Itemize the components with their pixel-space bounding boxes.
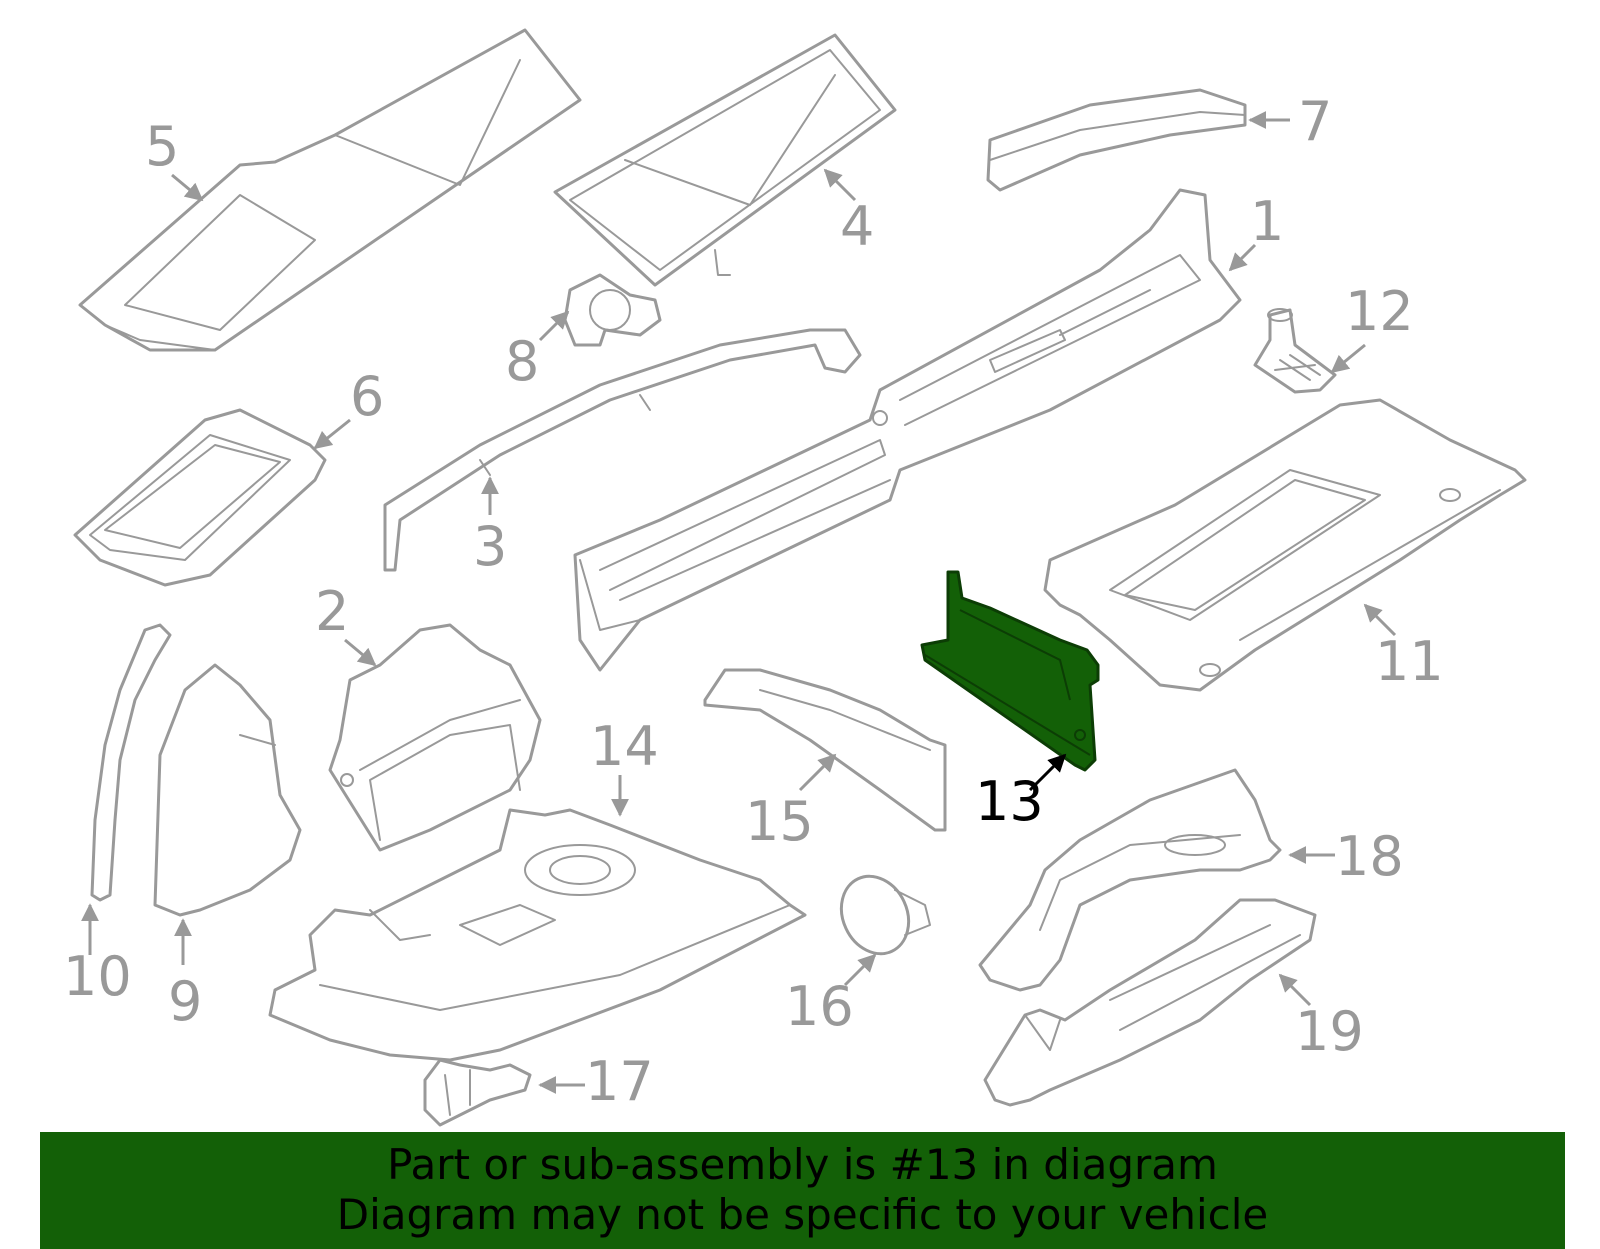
part-18-shape — [978, 768, 1282, 992]
part-17-shape — [423, 1058, 532, 1127]
callout-9: 9 — [168, 970, 202, 1033]
part-13-shape — [920, 570, 1100, 772]
callout-14: 14 — [590, 715, 659, 778]
callout-12: 12 — [1345, 280, 1414, 343]
part-10-shape — [90, 623, 172, 902]
callout-5: 5 — [145, 115, 179, 178]
part-14-shape — [268, 808, 807, 1062]
part-2-shape — [328, 623, 542, 852]
callout-19: 19 — [1295, 1000, 1364, 1063]
banner-line-2: Diagram may not be specific to your vehi… — [336, 1190, 1269, 1239]
leader-5 — [171, 173, 204, 202]
callout-18: 18 — [1335, 825, 1404, 888]
callout-6: 6 — [350, 365, 384, 428]
leader-12 — [1330, 343, 1366, 374]
banner-line-1: Part or sub-assembly is #13 in diagram — [387, 1140, 1218, 1189]
part-12-shape — [1253, 308, 1337, 394]
leader-15 — [798, 753, 837, 792]
leader-8 — [538, 310, 570, 342]
leader-16 — [843, 953, 877, 987]
callout-15: 15 — [745, 790, 814, 853]
callout-8: 8 — [505, 330, 539, 393]
callout-2: 2 — [315, 580, 349, 643]
part-6-shape — [73, 408, 327, 587]
part-3-shape — [383, 328, 862, 572]
part-5-shape — [78, 28, 582, 352]
leader-19 — [1278, 973, 1312, 1007]
callout-16: 16 — [785, 975, 854, 1038]
leader-1 — [1228, 243, 1257, 272]
part-4-shape — [553, 33, 897, 287]
callout-7: 7 — [1298, 90, 1332, 153]
part-8-shape — [563, 273, 662, 347]
leader-2 — [344, 638, 377, 667]
callout-3: 3 — [473, 515, 507, 578]
part-16-shape — [839, 874, 931, 956]
callout-10: 10 — [63, 945, 132, 1008]
leader-13 — [1028, 753, 1067, 792]
part-9-shape — [153, 663, 302, 917]
part-19-shape — [983, 898, 1317, 1107]
part-11-shape — [1043, 398, 1527, 692]
leader-6 — [313, 418, 351, 450]
leader-4 — [823, 168, 857, 202]
callout-13: 13 — [975, 770, 1044, 833]
callout-4: 4 — [840, 195, 874, 258]
leader-11 — [1363, 603, 1397, 637]
part-7-shape — [986, 88, 1247, 192]
leader-lines — [81, 111, 1397, 1094]
info-banner: Part or sub-assembly is #13 in diagram D… — [40, 1132, 1565, 1249]
callouts: 1 2 3 4 5 6 7 8 9 10 11 12 13 14 15 16 1… — [63, 90, 1444, 1113]
callout-11: 11 — [1375, 630, 1444, 693]
part-15-shape — [703, 668, 947, 832]
callout-17: 17 — [585, 1050, 654, 1113]
part-1-shape — [573, 188, 1242, 672]
callout-1: 1 — [1250, 190, 1284, 253]
